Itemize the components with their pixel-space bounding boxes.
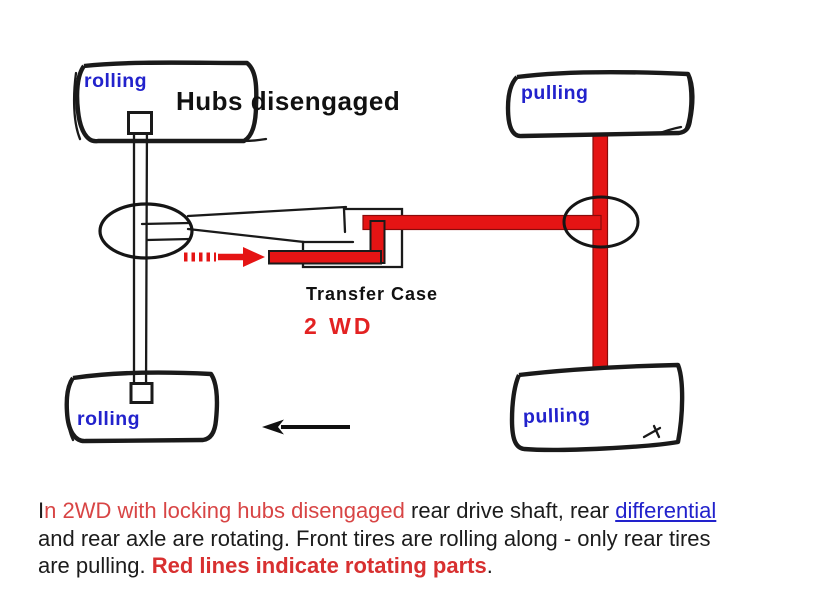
transfer-case-outline (301, 207, 404, 269)
front-hub-bottom (129, 382, 154, 404)
rear-differential (562, 195, 640, 249)
tire-front-bottom-pen-overlap (66, 379, 75, 442)
tire-rear-bottom-pen-mark (642, 424, 662, 439)
label-tire-rear-top: pulling (521, 82, 588, 104)
front-differential (98, 202, 194, 260)
drive-mode-label: 2 WD (304, 313, 374, 339)
transfer-case-input (268, 250, 382, 265)
label-tire-front-top: rolling (84, 70, 147, 92)
caption-line3-black: are pulling. (38, 553, 152, 578)
caption-line3-end: . (486, 553, 493, 578)
direction-arrow (262, 419, 350, 435)
label-tire-rear-bottom: pulling (523, 404, 591, 428)
caption-mid-black: rear drive shaft, rear (404, 498, 616, 523)
tire-rear-top (505, 69, 695, 139)
caption-line3-red: Red lines indicate rotating parts (151, 553, 487, 578)
transfer-case-label: Transfer Case (306, 284, 438, 304)
tire-rear-bottom (509, 362, 685, 453)
rear-axle (592, 125, 609, 375)
differential-link[interactable]: differential (615, 498, 717, 523)
diagram-heading: Hubs disengaged (176, 86, 400, 116)
front-hub-top (127, 111, 153, 135)
caption: In 2WD with locking hubs disengaged rear… (38, 497, 806, 580)
label-tire-front-bottom: rolling (77, 408, 140, 430)
tire-front-top-pen-overlap (72, 71, 268, 143)
front-drive-shaft (140, 205, 348, 244)
rear-drive-shaft (362, 214, 602, 231)
tire-rear-top-pen-overlap (658, 74, 692, 135)
tire-front-top (74, 60, 259, 144)
caption-line2: and rear axle are rotating. Front tires … (38, 525, 711, 551)
drivetrain-diagram: rolling Hubs disengaged pulling Transfer… (64, 60, 695, 453)
power-flow-arrow (184, 247, 265, 267)
caption-lead-black: I (38, 498, 45, 523)
caption-lead-red: n 2WD with locking hubs disengaged (44, 498, 405, 523)
